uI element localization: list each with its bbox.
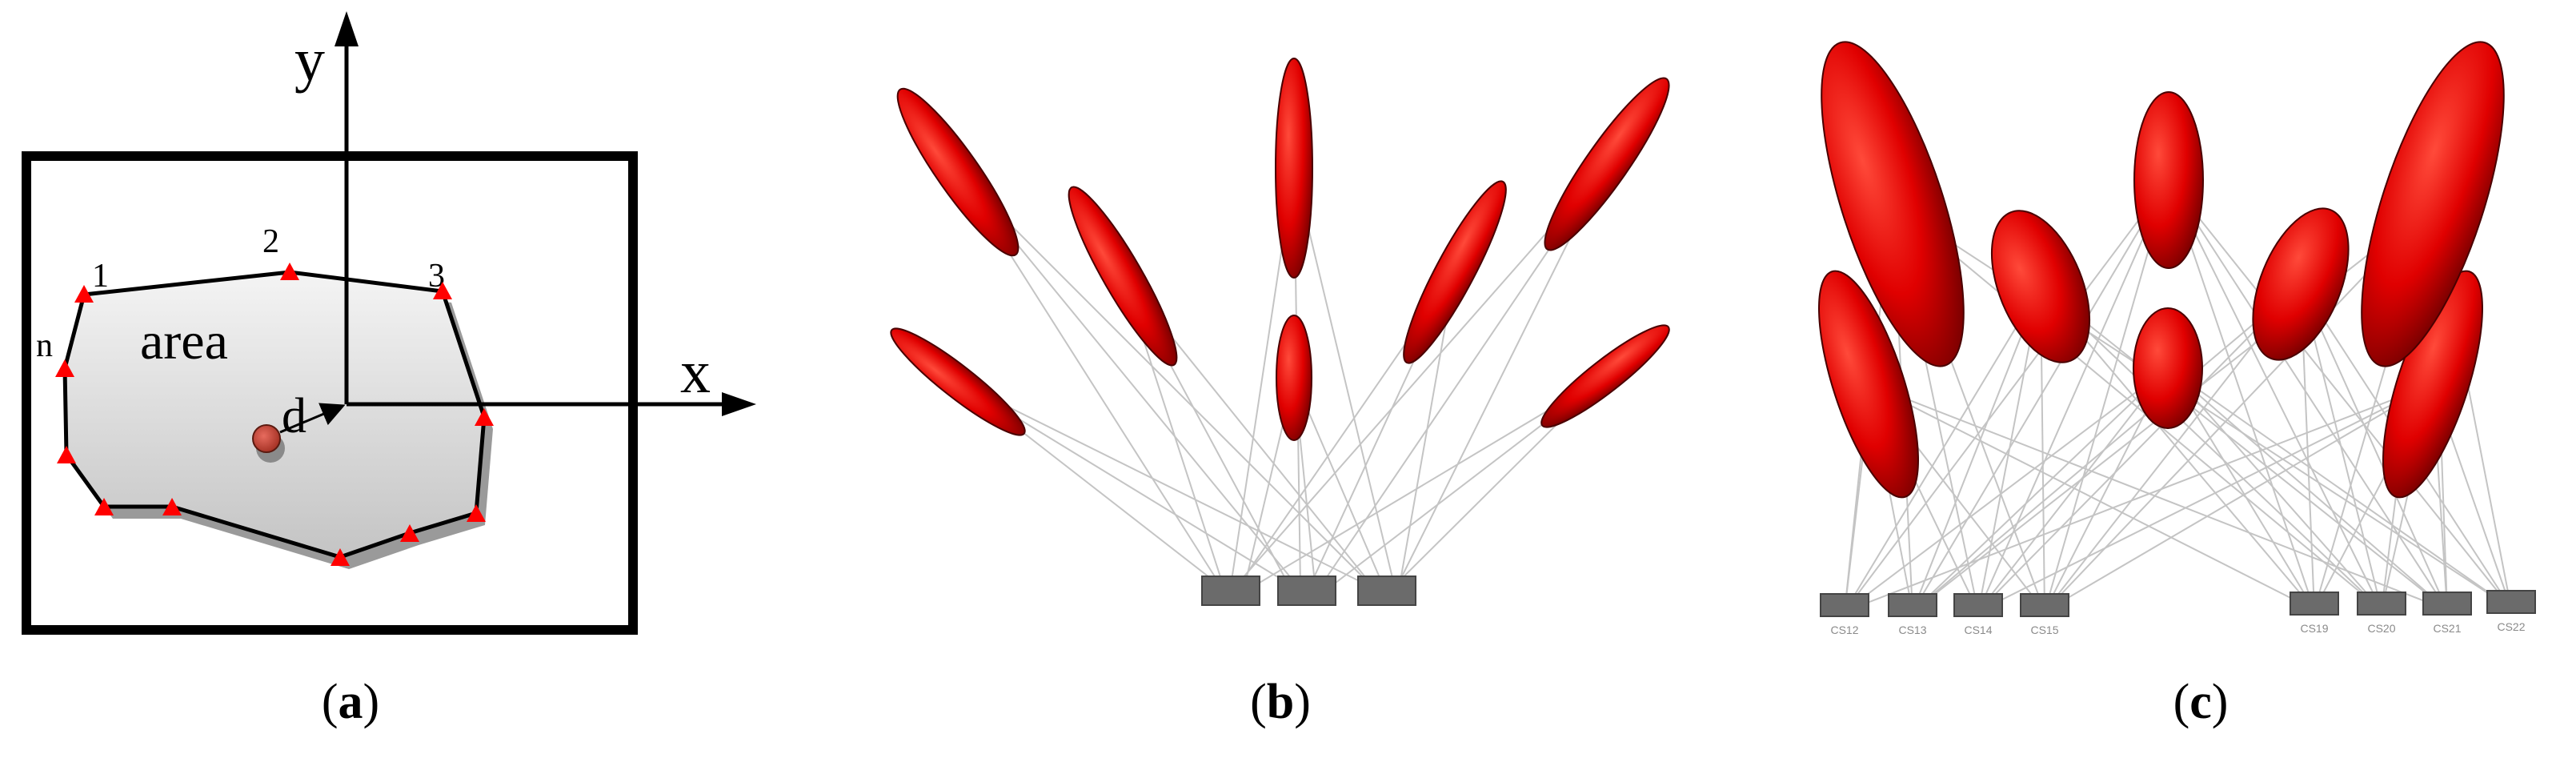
node-box [2021,594,2069,616]
node-label: CS15 [2030,624,2058,636]
ellipse [1532,315,1678,439]
connection-line [958,172,1384,599]
node-box [1358,576,1416,605]
node-box [1954,594,2002,616]
ellipse [882,318,1034,447]
node-label: CS19 [2300,622,2328,635]
ellipse [1276,58,1312,278]
node-box [1821,594,1869,616]
ellipse [2233,195,2368,374]
node-label: CS20 [2367,622,2395,635]
vertex-label-1: 1 [92,258,109,295]
node-box [2487,591,2535,613]
nodes: CS12 CS13 CS14 CS15 CS19 CS20 CS21 CS22 [1821,591,2535,636]
caption-c-letter: c [2189,675,2212,729]
node-box [1278,576,1336,605]
x-axis-label: x [680,339,711,406]
panel-c-ellipse-network: CS12 CS13 CS14 CS15 CS19 CS20 CS21 CS22 [1793,27,2535,636]
node-label: CS13 [1898,624,1926,636]
node-label: CS21 [2433,622,2461,635]
nodes [1202,576,1416,605]
ellipse [1055,178,1191,375]
node-label: CS22 [2497,620,2525,633]
ellipse [2134,92,2203,268]
centroid-dot [253,425,280,452]
connection-line [1845,384,2433,612]
caption-c: (c) [2113,674,2289,731]
ellipse [1530,67,1684,262]
ellipse [2133,308,2202,428]
node-box [2423,592,2471,615]
panel-b-ellipse-network [882,58,1684,605]
y-axis-label: y [294,26,325,94]
y-axis-arrowhead [335,11,359,46]
ellipse [883,78,1032,267]
vertex-label-n: n [36,327,53,364]
caption-b: (b) [1192,674,1368,731]
caption-b-letter: b [1267,675,1294,729]
connection-line [958,382,1395,599]
node-box [2290,592,2338,615]
node-box [2358,592,2406,615]
vertex-label-2: 2 [262,223,279,260]
x-axis-arrowhead [722,392,756,416]
caption-a: (a) [262,674,439,731]
d-label: d [282,389,306,443]
node-box [1202,576,1260,605]
ellipses [1793,27,2534,507]
area-label: area [140,312,228,371]
node-box [1889,594,1937,616]
node-label: CS12 [1830,624,1858,636]
ellipse [1276,315,1312,440]
ellipse [1390,173,1520,372]
caption-a-letter: a [339,675,363,729]
node-label: CS14 [1964,624,1992,636]
panel-a-polygon-diagram: y x area d 1 2 3 n [26,11,756,630]
